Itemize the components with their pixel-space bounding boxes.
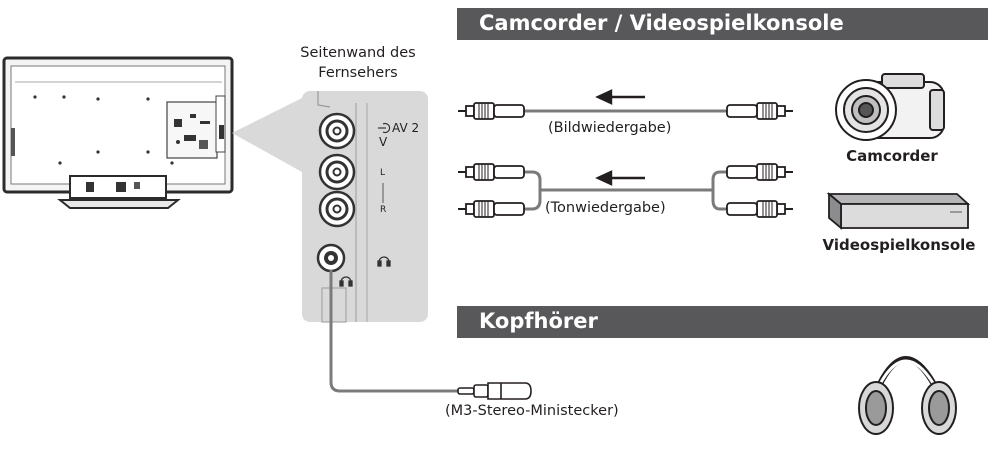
zoom-wedge — [232, 98, 302, 172]
panel-title-line2: Fernsehers — [318, 65, 398, 81]
headphone-section-header: Kopfhörer — [457, 306, 988, 338]
r-label: R — [380, 205, 387, 215]
video-in-jack — [318, 112, 356, 150]
input-symbol-icon — [378, 122, 391, 134]
audio-r-jack — [318, 190, 356, 228]
camcorder-section-header: Camcorder / Videospielkonsole — [457, 8, 988, 40]
headphone-cable-caption: (M3-Stereo-Ministecker) — [445, 403, 619, 419]
camcorder-label: Camcorder — [846, 147, 938, 165]
tv-rear-view — [2, 56, 234, 209]
cables — [329, 109, 735, 393]
mini-plug — [457, 382, 532, 400]
audio-l-jack — [318, 153, 356, 191]
panel-title-line1: Seitenwand des — [300, 45, 416, 61]
v-label: V — [379, 135, 388, 149]
av2-label: AV 2 — [392, 121, 420, 135]
video-cable-caption: (Bildwiedergabe) — [548, 120, 672, 136]
console-label: Videospielkonsole — [822, 236, 976, 254]
headphone-jack — [316, 243, 346, 273]
audio-cable-caption: (Tonwiedergabe) — [545, 200, 666, 216]
console-icon — [826, 192, 971, 230]
headphones-icon — [858, 356, 957, 435]
arrow-left-icon — [595, 89, 645, 105]
arrow-left-icon — [595, 170, 645, 186]
tv-side-panel — [302, 91, 428, 323]
l-label: L — [380, 168, 386, 178]
camcorder-icon — [835, 73, 945, 141]
headphone-symbol-icon — [377, 256, 391, 267]
headphone-symbol-icon-small — [339, 276, 353, 287]
